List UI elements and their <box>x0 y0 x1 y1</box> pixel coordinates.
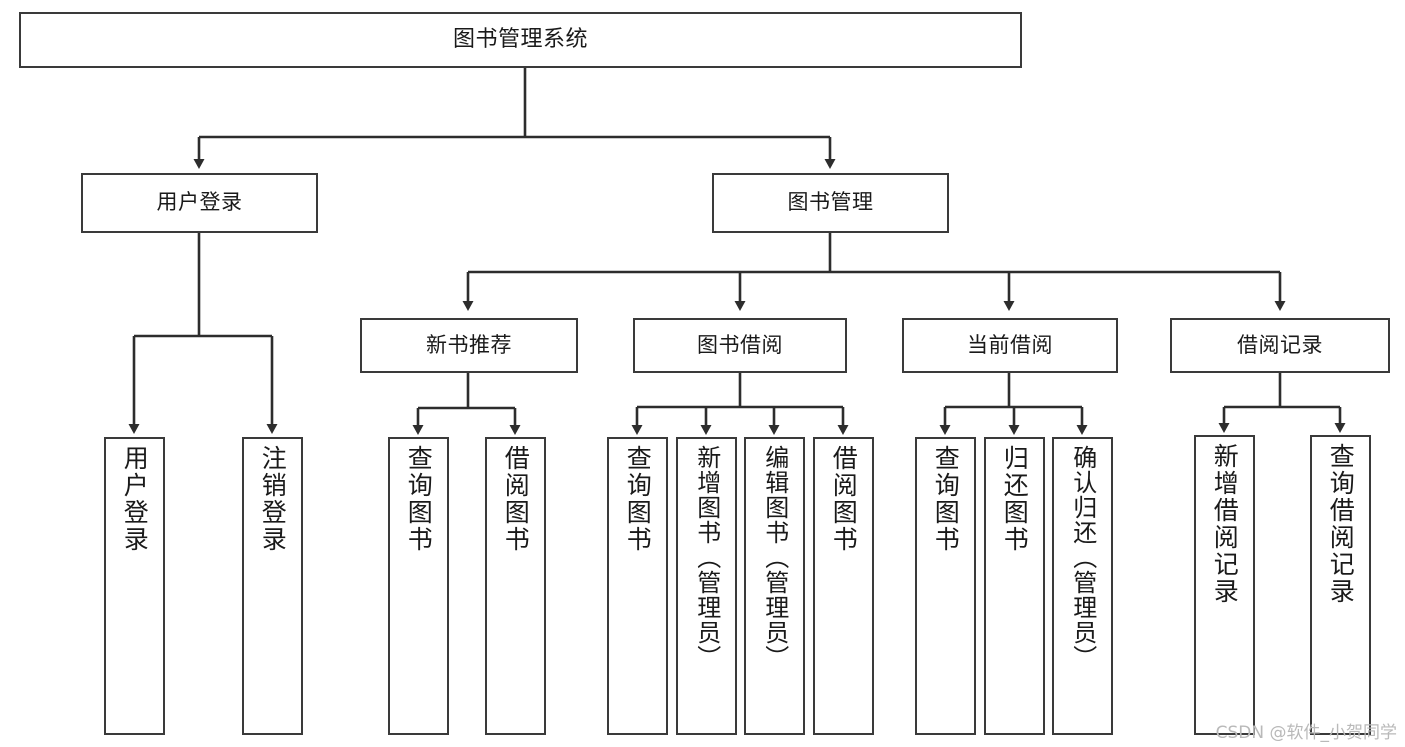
node-user-login-label: 用户登录 <box>156 190 243 215</box>
node-leaf-return-book-label: 归还图书 <box>1000 445 1030 553</box>
node-leaf-user-login-label: 用户登录 <box>120 445 150 553</box>
node-root-label: 图书管理系统 <box>452 26 588 52</box>
node-leaf-query-book-2[interactable]: 查询图书 <box>607 437 668 735</box>
node-new-book-recommend[interactable]: 新书推荐 <box>360 318 578 373</box>
node-borrow-record-label: 借阅记录 <box>1237 332 1323 357</box>
node-leaf-logout-label: 注销登录 <box>258 445 288 553</box>
node-leaf-query-book-1-label: 查询图书 <box>404 445 434 553</box>
node-leaf-add-book[interactable]: 新增图书（管理员） <box>676 437 737 735</box>
node-leaf-confirm-return-label: 确认归还（管理员） <box>1068 445 1097 670</box>
node-leaf-query-book-1[interactable]: 查询图书 <box>388 437 449 735</box>
node-leaf-borrow-book-2-label: 借阅图书 <box>829 445 859 553</box>
node-book-manage[interactable]: 图书管理 <box>712 173 949 233</box>
node-leaf-edit-book-label: 编辑图书（管理员） <box>760 445 789 670</box>
node-leaf-borrow-book-1-label: 借阅图书 <box>501 445 531 553</box>
node-leaf-query-record-label: 查询借阅记录 <box>1326 443 1356 605</box>
node-root[interactable]: 图书管理系统 <box>19 12 1022 68</box>
node-leaf-add-record-label: 新增借阅记录 <box>1210 443 1240 605</box>
node-leaf-query-book-3-label: 查询图书 <box>931 445 961 553</box>
node-leaf-user-login[interactable]: 用户登录 <box>104 437 165 735</box>
node-leaf-borrow-book-2[interactable]: 借阅图书 <box>813 437 874 735</box>
node-current-borrow[interactable]: 当前借阅 <box>902 318 1118 373</box>
node-book-borrow[interactable]: 图书借阅 <box>633 318 847 373</box>
node-leaf-add-record[interactable]: 新增借阅记录 <box>1194 435 1255 735</box>
node-leaf-add-book-label: 新增图书（管理员） <box>692 445 721 670</box>
node-new-book-recommend-label: 新书推荐 <box>426 332 512 357</box>
node-leaf-logout[interactable]: 注销登录 <box>242 437 303 735</box>
node-current-borrow-label: 当前借阅 <box>967 332 1053 357</box>
node-leaf-confirm-return[interactable]: 确认归还（管理员） <box>1052 437 1113 735</box>
node-leaf-return-book[interactable]: 归还图书 <box>984 437 1045 735</box>
node-leaf-query-book-2-label: 查询图书 <box>623 445 653 553</box>
node-borrow-record[interactable]: 借阅记录 <box>1170 318 1390 373</box>
node-user-login[interactable]: 用户登录 <box>81 173 318 233</box>
node-leaf-borrow-book-1[interactable]: 借阅图书 <box>485 437 546 735</box>
csdn-watermark: CSDN @软件_小贺同学 <box>1215 723 1397 743</box>
node-leaf-query-book-3[interactable]: 查询图书 <box>915 437 976 735</box>
node-leaf-edit-book[interactable]: 编辑图书（管理员） <box>744 437 805 735</box>
node-book-borrow-label: 图书借阅 <box>697 332 783 357</box>
node-leaf-query-record[interactable]: 查询借阅记录 <box>1310 435 1371 735</box>
node-book-manage-label: 图书管理 <box>787 190 874 215</box>
